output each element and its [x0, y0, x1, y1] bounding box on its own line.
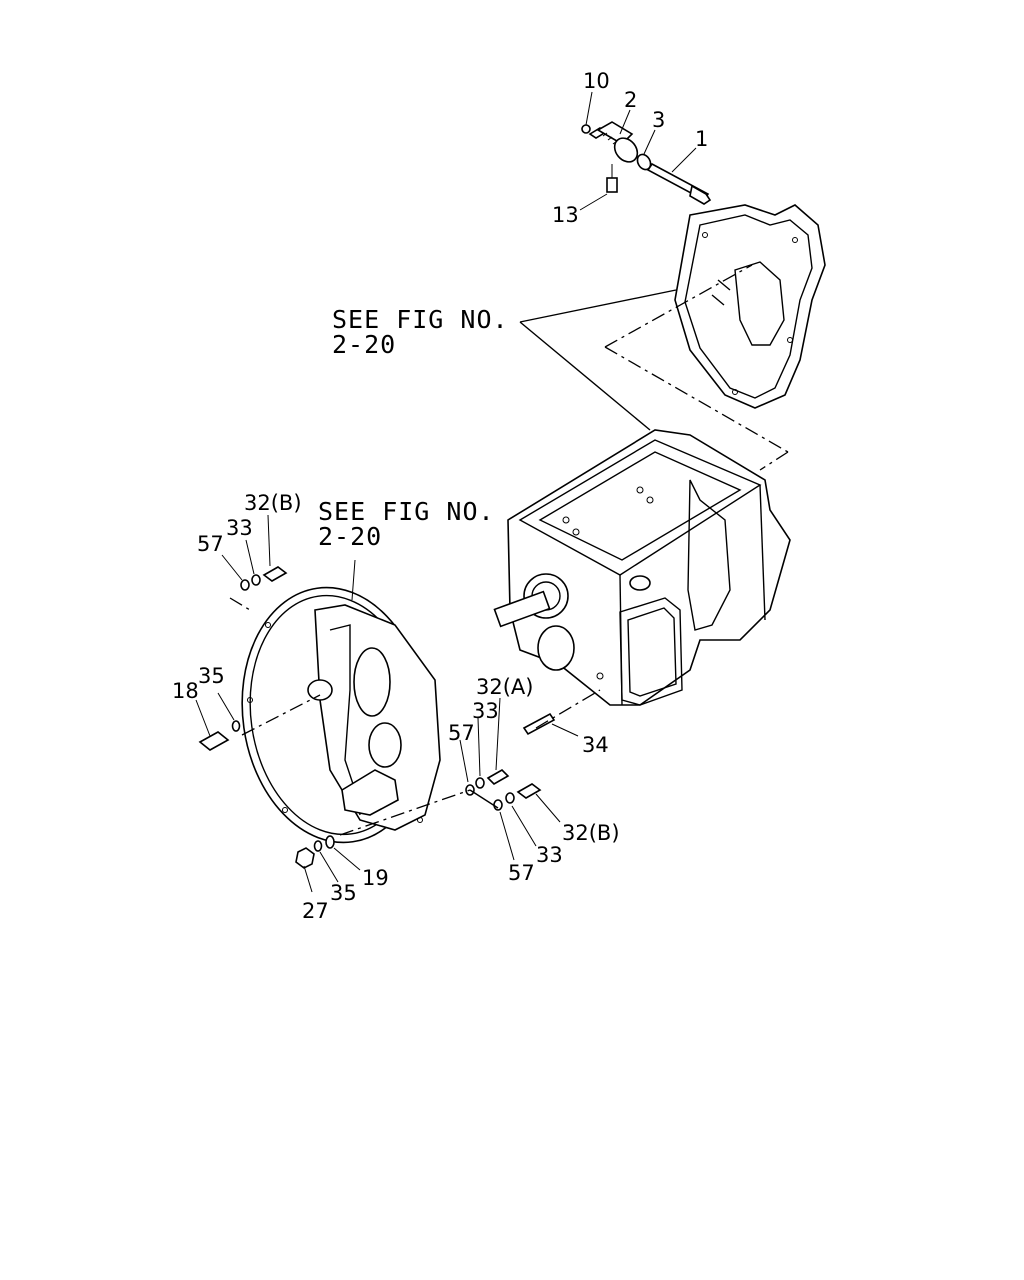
label-part-57-top: 57 [197, 532, 224, 556]
label-part-3: 3 [652, 108, 665, 132]
leader-lines [195, 91, 697, 893]
part-1-shaft [646, 162, 712, 205]
part-57-washer-bot [493, 799, 503, 811]
see-fig-note-upper-line2: 2-20 [332, 330, 396, 359]
transmission-case [493, 429, 791, 706]
label-part-1: 1 [695, 127, 708, 151]
label-part-57-bot: 57 [508, 861, 535, 885]
see-fig-note-lower: SEE FIG NO. 2-20 [318, 497, 495, 551]
part-18-bolt [198, 731, 230, 751]
fasteners-mid [465, 712, 556, 796]
part-35-washer-bot [313, 840, 323, 852]
label-part-18: 18 [172, 679, 199, 703]
part-33-washer-top [251, 574, 261, 586]
sensor-assembly [581, 121, 712, 205]
label-part-32b-top: 32(B) [244, 491, 302, 515]
part-33-washer-mid [475, 777, 485, 789]
part-labels: 10 2 3 1 13 32(B) 33 57 18 35 32(A) 33 5… [172, 69, 708, 923]
label-part-57-mid: 57 [448, 721, 475, 745]
part-19-washer [325, 835, 335, 849]
label-part-33-top: 33 [226, 516, 253, 540]
label-part-32b-bot: 32(B) [562, 821, 620, 845]
part-32b-bolt-top [262, 566, 288, 582]
see-fig-note-upper: SEE FIG NO. 2-20 [332, 305, 509, 359]
upper-housing [674, 204, 826, 409]
part-32a-bolt [486, 769, 510, 785]
label-part-13: 13 [552, 203, 579, 227]
label-part-34: 34 [582, 733, 609, 757]
fasteners-bottom-right [493, 783, 542, 811]
label-part-27: 27 [302, 899, 329, 923]
fasteners-bottom-left [295, 835, 335, 869]
label-part-32a: 32(A) [476, 675, 533, 699]
label-part-19: 19 [362, 866, 389, 890]
part-13-bolt [606, 164, 618, 193]
see-fig-note-upper-line1: SEE FIG NO. [332, 305, 509, 334]
bell-housing [241, 586, 441, 844]
part-10-plug [581, 124, 591, 134]
fasteners-top-left [240, 566, 288, 591]
part-33-washer-bot [505, 792, 515, 804]
see-fig-note-lower-line1: SEE FIG NO. [318, 497, 495, 526]
label-part-10: 10 [583, 69, 610, 93]
label-part-35-left: 35 [198, 664, 225, 688]
part-57-washer-top [240, 579, 250, 591]
part-32b-bolt-bot [516, 783, 542, 799]
label-part-2: 2 [624, 88, 637, 112]
part-34-stud [522, 712, 556, 736]
fasteners-left [198, 720, 241, 751]
part-2-sensor-body [588, 121, 639, 163]
part-27-nut [295, 847, 315, 869]
part-35-washer-left [231, 720, 241, 732]
alignment-lines [229, 264, 789, 836]
label-part-35-bot: 35 [330, 881, 357, 905]
see-fig-note-lower-line2: 2-20 [318, 522, 382, 551]
label-part-33-bot: 33 [536, 843, 563, 867]
label-part-33-mid: 33 [472, 699, 499, 723]
